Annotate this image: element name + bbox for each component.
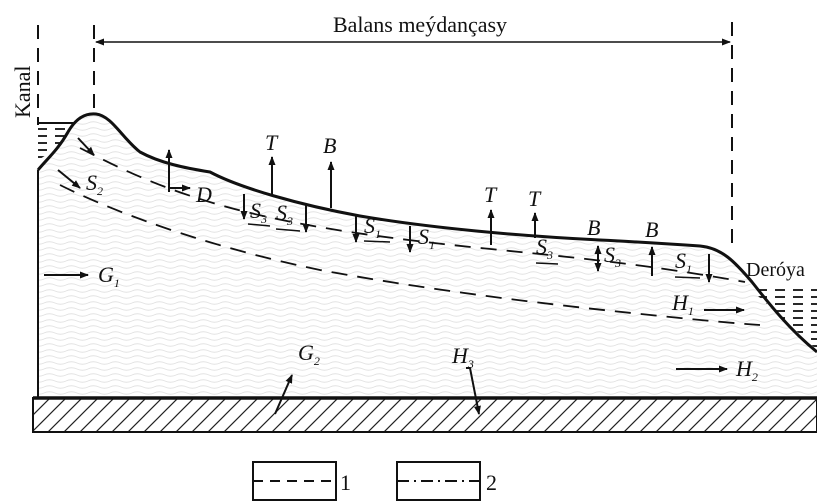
s1-underline-3 (674, 276, 701, 279)
canal-label: Kanal (10, 65, 35, 118)
s3-underline-3 (535, 262, 559, 265)
balance-area-title: Balans meýdançasy (333, 12, 507, 37)
s1-label-3: S1 (675, 248, 692, 276)
s3-underline-2 (275, 228, 301, 232)
b-label-2: B (587, 215, 600, 240)
soil-body (38, 113, 817, 399)
s3-underline-1 (247, 223, 271, 227)
s2-arrow-lower (57, 169, 81, 189)
canal-water (38, 125, 72, 160)
b-label-3: B (645, 217, 658, 242)
river-label: Deróya (746, 259, 805, 281)
s1-underline-1 (363, 240, 391, 243)
t-label-3: T (528, 186, 542, 211)
b-label-1: B (323, 133, 336, 158)
groundwater-table (79, 147, 746, 283)
impermeable-layer (32, 397, 817, 433)
h3-arrow (466, 367, 481, 415)
s1-label-2: S1 (418, 224, 435, 252)
s3-label-1: S3 (250, 198, 267, 226)
s3-label-3: S3 (536, 234, 553, 262)
s3-label-4: S3 (604, 242, 621, 270)
g1-label: G1 (98, 262, 120, 290)
t-label-2: T (484, 182, 498, 207)
t-label-1: T (265, 130, 279, 155)
d-label: D (195, 182, 212, 207)
h2-label: H2 (735, 356, 758, 384)
s1-label-1: S1 (364, 213, 381, 241)
g2-arrow (274, 374, 293, 415)
s2-arrow-upper (77, 137, 95, 156)
g2-label: G2 (298, 340, 320, 368)
s2-label: S2 (86, 170, 103, 198)
legend-label-1: 1 (340, 470, 351, 495)
lower-dashed-line (59, 184, 761, 326)
legend: 1 2 (252, 461, 497, 501)
legend-label-2: 2 (486, 470, 497, 495)
h1-label: H1 (671, 290, 694, 318)
s3-label-2: S3 (276, 200, 293, 228)
river-water (745, 285, 817, 350)
ground-surface (36, 112, 817, 354)
h3-label: H3 (451, 343, 474, 371)
